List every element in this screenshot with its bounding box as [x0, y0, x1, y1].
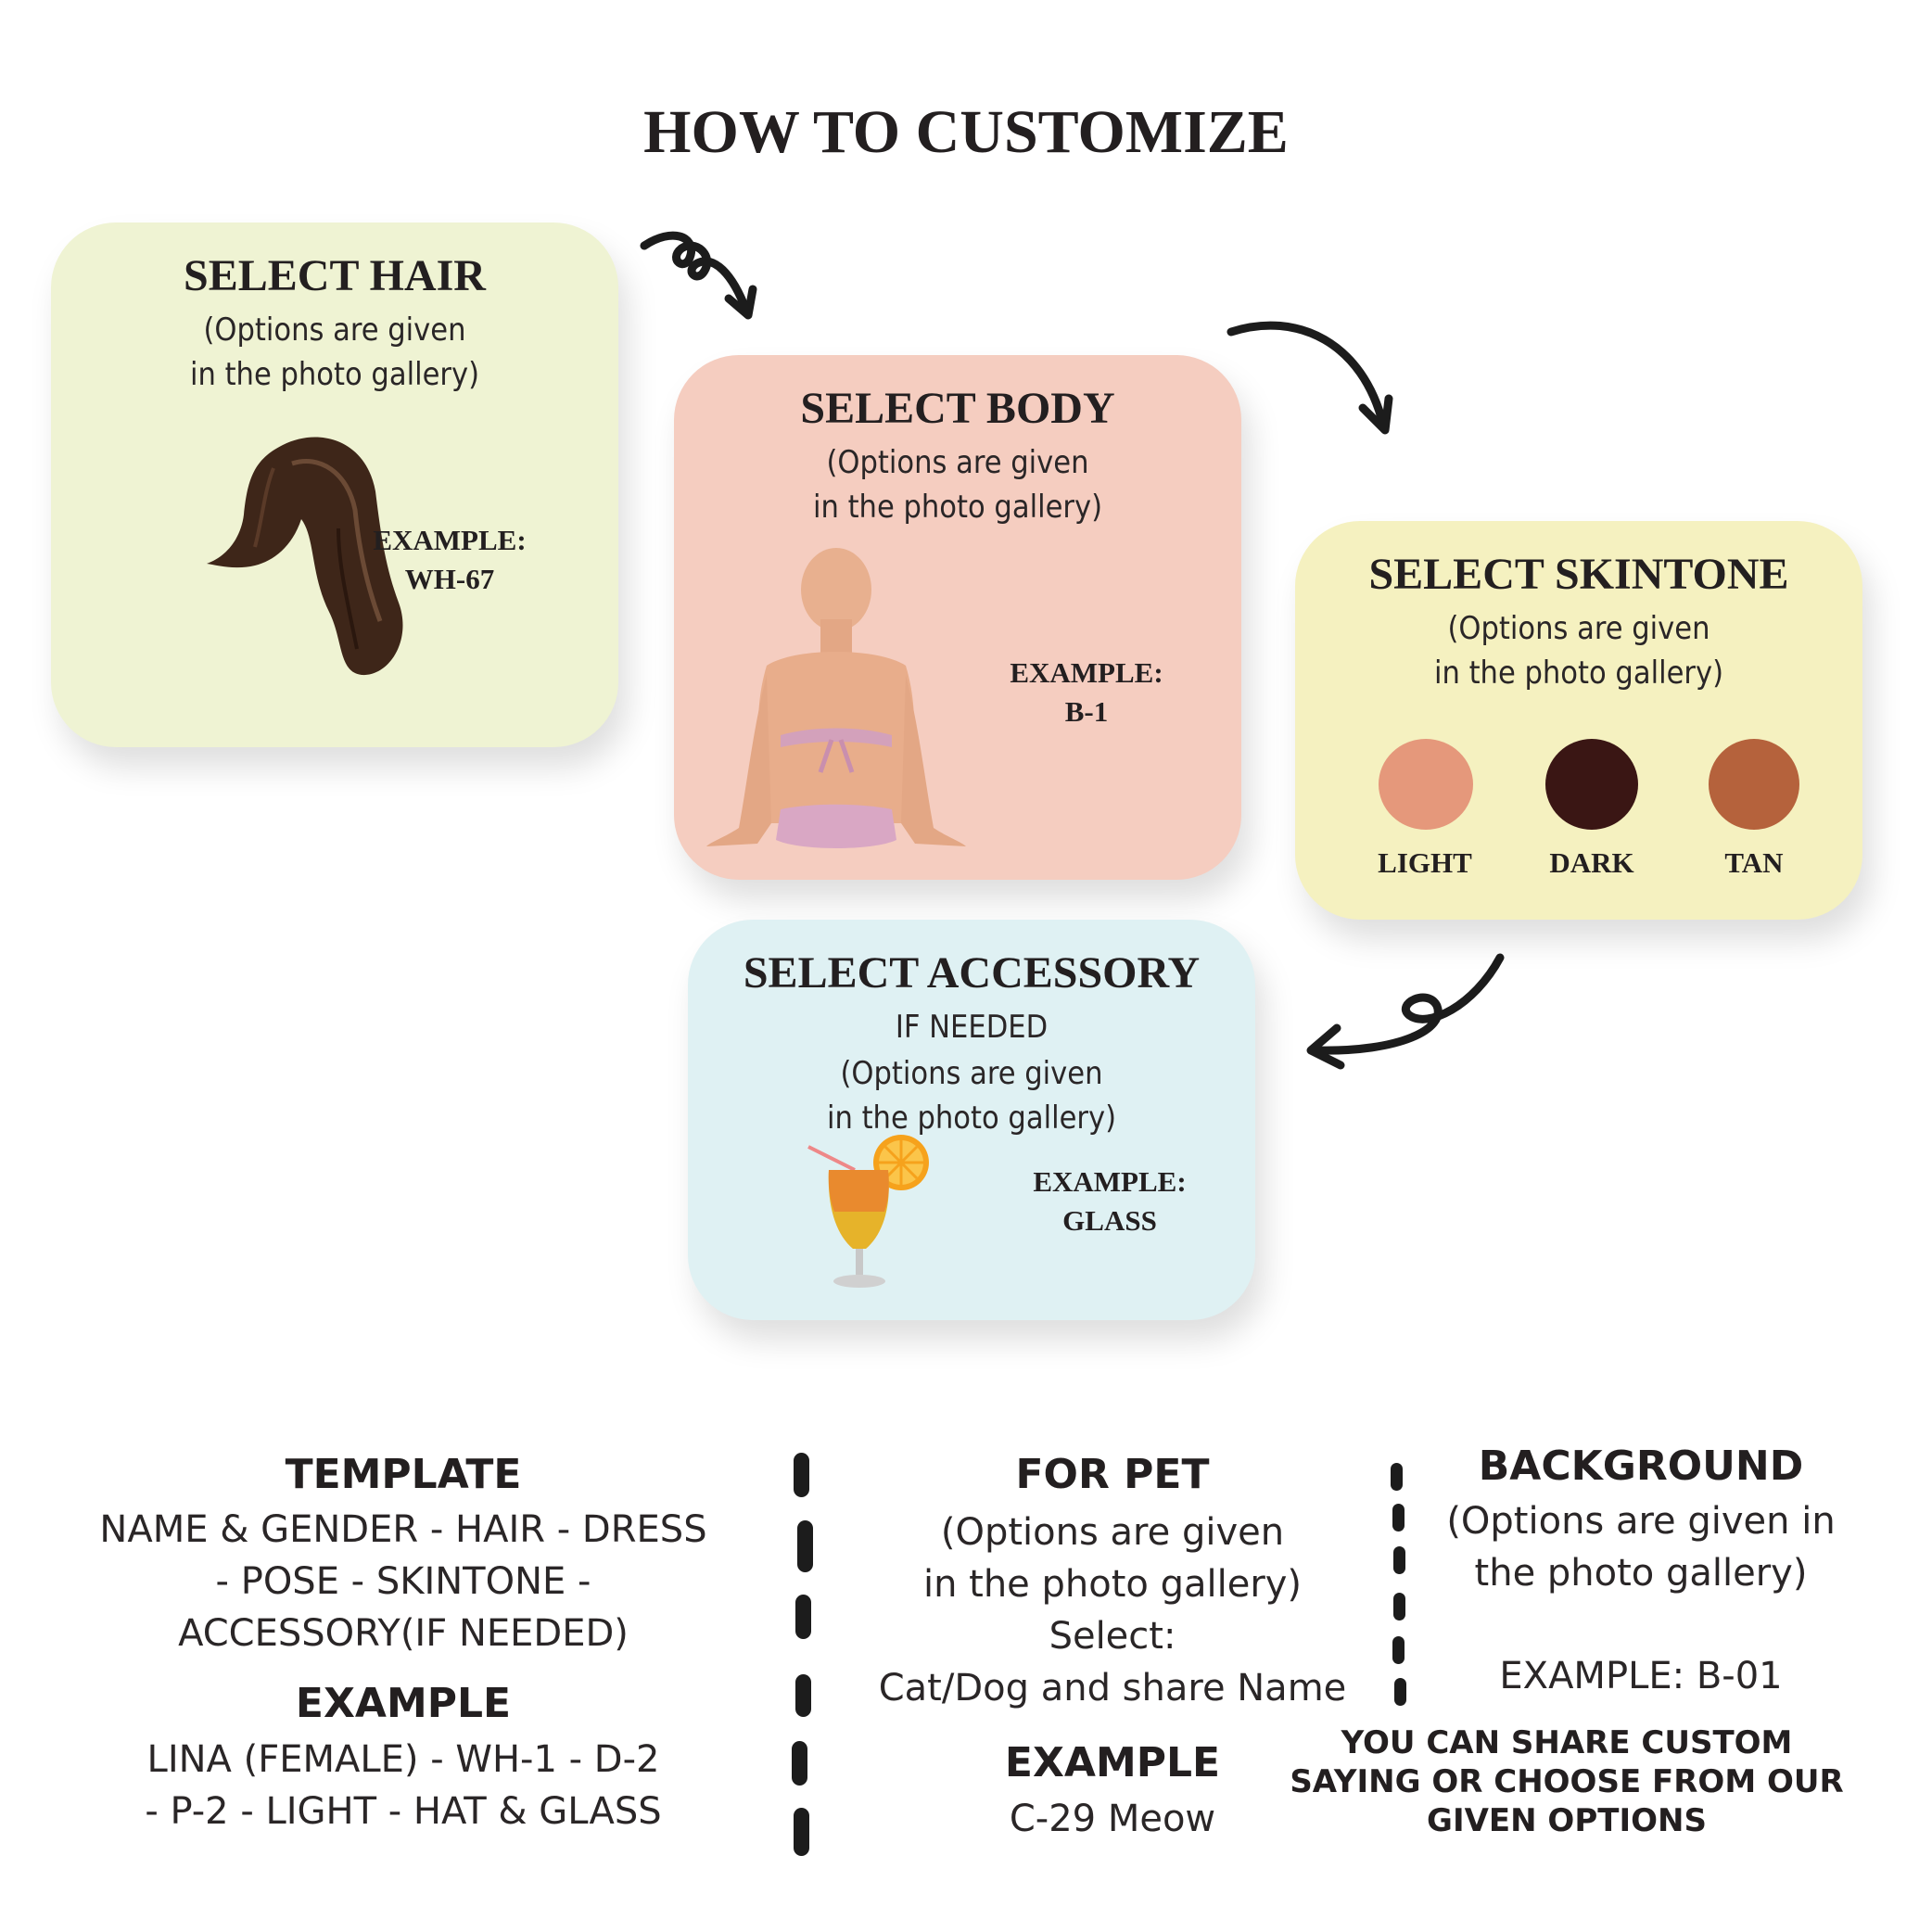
swatch-light[interactable] — [1379, 739, 1473, 830]
pet-example-heading: EXAMPLE — [1004, 1739, 1221, 1786]
example-label: EXAMPLE: — [373, 524, 527, 556]
card-note: IF NEEDED — [895, 1009, 1049, 1046]
card-subtitle: in the photo gallery) — [812, 489, 1103, 526]
background-line: (Options are given in — [1446, 1500, 1836, 1543]
background-heading: BACKGROUND — [1478, 1443, 1804, 1490]
card-title: SELECT ACCESSORY — [743, 948, 1201, 998]
swatch-tan[interactable] — [1709, 739, 1799, 830]
select-hair-card[interactable]: SELECT HAIR (Options are given in the ph… — [51, 222, 618, 747]
example-value: B-1 — [1064, 695, 1109, 728]
card-subtitle: (Options are given — [840, 1055, 1103, 1092]
template-line: - POSE - SKINTONE - — [215, 1560, 591, 1603]
template-example-line: - P-2 - LIGHT - HAT & GLASS — [145, 1790, 662, 1833]
page-title: HOW TO CUSTOMIZE — [643, 98, 1289, 166]
card-subtitle: (Options are given — [203, 311, 466, 349]
card-subtitle: in the photo gallery) — [189, 356, 480, 393]
example-label: EXAMPLE: — [1033, 1165, 1187, 1198]
template-heading: TEMPLATE — [285, 1451, 522, 1498]
background-note: GIVEN OPTIONS — [1427, 1802, 1707, 1839]
select-body-card[interactable]: SELECT BODY (Options are given in the ph… — [674, 355, 1241, 880]
wavy-arrow-icon — [1306, 953, 1505, 1070]
card-title: SELECT SKINTONE — [1368, 550, 1789, 599]
example-value: WH-67 — [404, 563, 495, 595]
swatch-label-tan: TAN — [1724, 846, 1784, 879]
pet-line: (Options are given — [940, 1511, 1285, 1554]
background-note: SAYING OR CHOOSE FROM OUR — [1290, 1763, 1844, 1800]
divider-dash — [1394, 1678, 1406, 1706]
curly-arrow-icon — [640, 231, 757, 320]
curved-arrow-icon — [1227, 321, 1393, 435]
swatch-dark[interactable] — [1545, 739, 1638, 830]
divider-dash — [1393, 1593, 1405, 1621]
swatch-label-dark: DARK — [1549, 846, 1634, 879]
template-example-line: LINA (FEMALE) - WH-1 - D-2 — [146, 1738, 660, 1781]
divider-dash — [794, 1808, 809, 1856]
swatch-label-light: LIGHT — [1378, 846, 1472, 879]
example-value: GLASS — [1062, 1204, 1157, 1237]
select-accessory-card[interactable]: SELECT ACCESSORY IF NEEDED (Options are … — [688, 920, 1255, 1320]
pet-line: Select: — [1049, 1615, 1176, 1658]
background-example: EXAMPLE: B-01 — [1499, 1655, 1783, 1697]
background-line: the photo gallery) — [1474, 1552, 1808, 1595]
divider-dash — [1392, 1636, 1405, 1664]
select-skintone-card[interactable]: SELECT SKINTONE (Options are given in th… — [1295, 521, 1862, 920]
long-hair-illustration — [207, 437, 403, 676]
card-title: SELECT HAIR — [184, 251, 486, 300]
divider-dash — [795, 1595, 811, 1639]
divider-dash — [795, 1674, 811, 1717]
card-title: SELECT BODY — [800, 384, 1115, 433]
example-label: EXAMPLE: — [1010, 656, 1163, 689]
template-line: NAME & GENDER - HAIR - DRESS — [99, 1508, 707, 1551]
card-subtitle: in the photo gallery) — [1433, 655, 1724, 692]
card-subtitle: (Options are given — [1447, 610, 1710, 647]
divider-dash — [792, 1741, 807, 1786]
pet-line: Cat/Dog and share Name — [878, 1667, 1347, 1710]
seated-body-illustration — [706, 548, 966, 848]
pet-example-value: C-29 Meow — [1009, 1798, 1216, 1840]
divider-dash — [794, 1453, 809, 1497]
card-subtitle: (Options are given — [826, 444, 1089, 481]
divider-dash — [797, 1520, 813, 1572]
divider-dash — [1391, 1463, 1403, 1491]
pet-heading: FOR PET — [1015, 1451, 1210, 1498]
divider-dash — [1393, 1546, 1405, 1574]
template-line: ACCESSORY(IF NEEDED) — [178, 1612, 629, 1655]
template-example-heading: EXAMPLE — [295, 1680, 512, 1727]
divider-dash — [1392, 1504, 1405, 1532]
background-note: YOU CAN SHARE CUSTOM — [1341, 1724, 1793, 1761]
card-subtitle: in the photo gallery) — [826, 1099, 1117, 1137]
pet-line: in the photo gallery) — [922, 1563, 1303, 1606]
cocktail-glass-illustration — [807, 1135, 929, 1288]
